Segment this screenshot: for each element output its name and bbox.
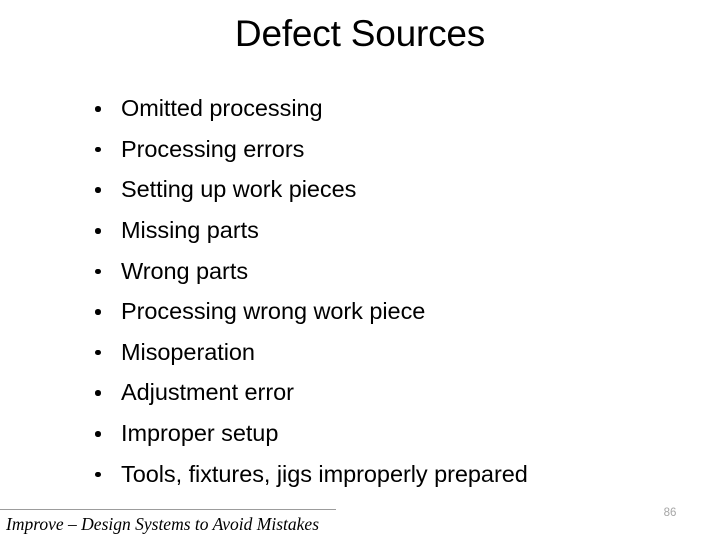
list-item: Adjustment error [88, 372, 688, 413]
bullet-dot-icon [95, 228, 101, 234]
bullet-dot-icon [95, 146, 101, 153]
list-item: Processing wrong work piece [88, 291, 688, 332]
footer-divider [0, 509, 336, 510]
list-item-label: Processing wrong work piece [121, 298, 426, 325]
bullet-dot-icon [95, 106, 101, 112]
list-item-label: Missing parts [121, 217, 259, 244]
list-item-label: Processing errors [121, 135, 305, 162]
page-number: 86 [663, 507, 677, 519]
slide-title: Defect Sources [234, 13, 486, 54]
list-item-label: Setting up work pieces [121, 176, 357, 203]
list-item: Setting up work pieces [88, 169, 688, 210]
list-item: Tools, fixtures, jigs improperly prepare… [88, 453, 688, 494]
bullet-dot-icon [95, 471, 101, 478]
bullet-dot-icon [95, 431, 101, 437]
bullet-dot-icon [95, 187, 101, 193]
list-item: Improper setup [88, 413, 688, 454]
list-item-label: Misoperation [121, 338, 255, 365]
list-item-label: Adjustment error [121, 379, 294, 406]
list-item-label: Tools, fixtures, jigs improperly prepare… [121, 460, 528, 487]
bullet-dot-icon [95, 390, 101, 396]
list-item: Processing errors [88, 129, 688, 170]
list-item: Omitted processing [88, 88, 688, 129]
bullet-dot-icon [95, 349, 101, 356]
bullet-dot-icon [95, 268, 101, 275]
list-item-label: Improper setup [121, 420, 279, 447]
list-item: Missing parts [88, 210, 688, 251]
list-item-label: Wrong parts [121, 257, 249, 284]
footer-label: Improve – Design Systems to Avoid Mistak… [6, 514, 320, 534]
list-item-label: Omitted processing [121, 95, 323, 122]
bullet-list: Omitted processing Processing errors Set… [88, 88, 688, 494]
bullet-dot-icon [95, 309, 101, 315]
list-item: Wrong parts [88, 250, 688, 291]
list-item: Misoperation [88, 332, 688, 373]
